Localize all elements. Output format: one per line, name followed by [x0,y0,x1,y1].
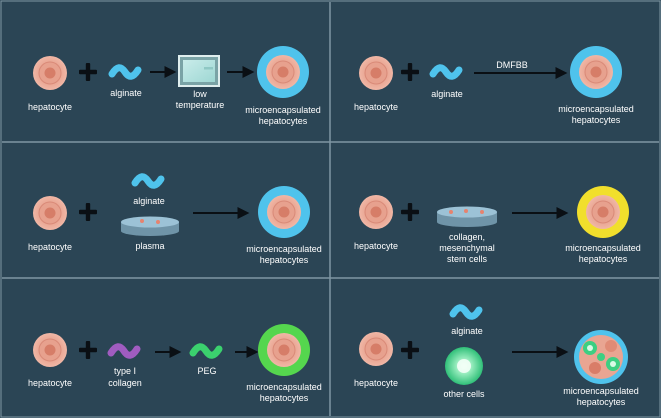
plasma-label: plasma [135,241,164,251]
microcapsule-icon [258,186,310,238]
result-label-line1: microencapsulated [558,104,634,114]
result-label-line2: hepatocytes [259,116,308,126]
alginate-label: alginate [431,89,463,99]
result-label-line1: microencapsulated [245,105,321,115]
collagen-dish-icon [437,206,497,227]
collagen-label-line2: mesenchymal [439,243,495,253]
type1-label-line1: type I [114,366,136,376]
collagen-label-line3: stem cells [447,254,488,264]
peg-label: PEG [197,366,216,376]
hepatocyte-icon [358,331,394,367]
other-cells-icon [445,347,483,385]
microcapsule-icon [258,324,310,376]
hepatocyte-icon [358,194,394,230]
alginate-label: alginate [133,196,165,206]
hepatocyte-label: hepatocyte [28,242,72,252]
collagen-label-line1: collagen, [449,232,485,242]
microcapsule-icon [257,46,309,98]
result-label-line1: microencapsulated [565,243,641,253]
hepatocyte-label: hepatocyte [28,102,72,112]
type1-label-line2: collagen [108,378,142,388]
hepatocyte-label: hepatocyte [354,378,398,388]
hepatocyte-icon [32,195,68,231]
low-temperature-icon [178,55,220,87]
temperature-label-line2: temperature [176,100,225,110]
hepatocyte-icon [32,55,68,91]
hepatocyte-label: hepatocyte [354,102,398,112]
other-cells-label: other cells [443,389,485,399]
result-label-line2: hepatocytes [579,254,628,264]
result-label-line1: microencapsulated [246,382,322,392]
panel-4: hepatocyte collagen, mesenchymal stem ce… [354,186,641,264]
dmfbb-label: DMFBB [496,60,528,70]
alginate-label: alginate [451,326,483,336]
result-label-line2: hepatocytes [572,115,621,125]
hepatocyte-icon [32,332,68,368]
plasma-dish-icon [121,216,179,236]
result-label-line1: microencapsulated [563,386,639,396]
result-label-line2: hepatocytes [260,393,309,403]
hepatocyte-label: hepatocyte [354,241,398,251]
hepatocyte-icon [358,55,394,91]
microcapsule-icon [577,186,629,238]
panel-1: hepatocyte alginate low temperature micr… [28,46,321,126]
result-label-line2: hepatocytes [577,397,626,407]
panel-6: hepatocyte alginate other cells microenc… [354,308,639,407]
result-label-line1: microencapsulated [246,244,322,254]
temperature-label-line1: low [193,89,207,99]
microcapsule-icon [570,46,622,98]
result-label-line2: hepatocytes [260,255,309,265]
alginate-label: alginate [110,88,142,98]
microcapsule-cluster-icon [574,330,628,384]
hepatocyte-label: hepatocyte [28,378,72,388]
panel-3: hepatocyte alginate plasma microencapsul… [28,177,322,265]
panel-2: hepatocyte alginate DMFBB microencapsula… [354,46,634,125]
panel-5: hepatocyte type I collagen PEG microenca… [28,324,322,403]
